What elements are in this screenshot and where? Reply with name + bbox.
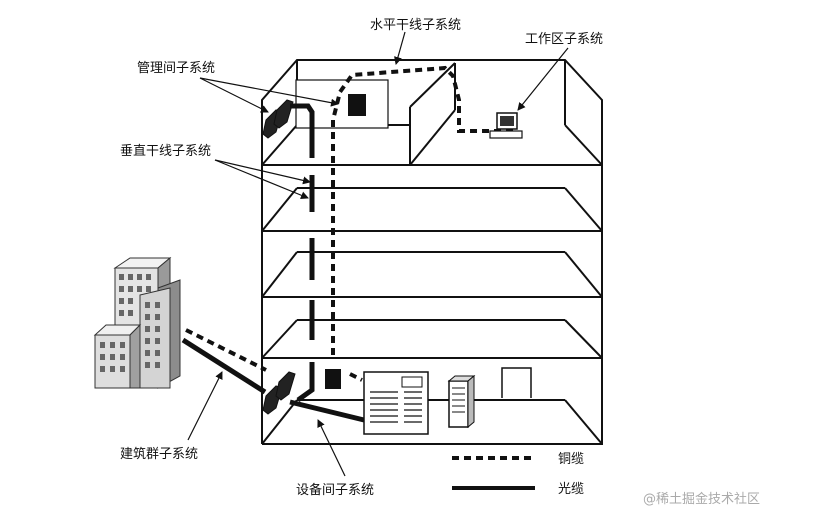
- label-campus-subsystem: 建筑群子系统: [120, 446, 198, 462]
- campus-buildings-icon: [93, 256, 181, 389]
- label-equipment-subsystem: 设备间子系统: [296, 482, 374, 498]
- arrow-vertical-1: [214, 159, 311, 185]
- top-frame-2: [273, 99, 294, 129]
- legend-copper-label: 铜缆: [558, 451, 584, 467]
- arrow-management-1: [199, 77, 269, 113]
- main-distribution-cabinet: [363, 371, 429, 435]
- watermark: @稀土掘金技术社区: [643, 491, 760, 507]
- fiber-to-equipment: [289, 399, 365, 423]
- copper-ground: [349, 372, 363, 382]
- arrow-campus: [187, 371, 223, 441]
- server-rack: [447, 374, 476, 429]
- label-management-subsystem: 管理间子系统: [137, 61, 215, 76]
- partition-floor: [409, 109, 456, 166]
- floor-persp-l3: [261, 251, 298, 298]
- copper-cables: [185, 65, 516, 382]
- computer-icon: [489, 112, 523, 139]
- floor-persp-r5: [564, 399, 603, 445]
- floor-persp-l4: [261, 319, 298, 359]
- arrow-management-2: [199, 77, 339, 107]
- fiber-campus: [181, 337, 267, 395]
- arrow-horizontal: [394, 31, 406, 65]
- floor-persp-r3: [564, 251, 603, 298]
- label-vertical-subsystem: 垂直干线子系统: [120, 144, 211, 159]
- ground-switch: [325, 369, 341, 389]
- arrow-vertical-2: [214, 159, 309, 200]
- arrow-equipment: [317, 419, 346, 477]
- fiber-top: [290, 103, 315, 158]
- copper-backbone-horizontal: [331, 65, 516, 355]
- fiber-cables: [181, 103, 365, 423]
- bottom-frame-2: [275, 371, 296, 401]
- cabinet-panel: [401, 376, 423, 388]
- label-workarea-subsystem: 工作区子系统: [525, 32, 603, 47]
- doorway: [501, 367, 532, 398]
- legend-fiber-label: 光缆: [558, 481, 584, 497]
- management-frames: [262, 99, 296, 415]
- floor-persp-l5: [261, 399, 298, 445]
- floor-persp-l2: [261, 187, 298, 232]
- partition-top: [409, 62, 456, 108]
- legend: 铜缆 光缆: [452, 451, 584, 497]
- floor-persp-l1: [261, 124, 298, 166]
- building-frame: [261, 59, 603, 445]
- floor-persp-r1: [564, 124, 603, 166]
- copper-campus: [185, 328, 267, 372]
- callout-arrows: [187, 31, 569, 477]
- label-horizontal-subsystem: 水平干线子系统: [370, 18, 461, 33]
- floor-persp-r2: [564, 187, 603, 232]
- fiber-ground: [296, 362, 315, 403]
- top-floor-switch: [348, 94, 366, 116]
- floor-persp-r4: [564, 319, 603, 359]
- arrow-workarea: [517, 47, 569, 111]
